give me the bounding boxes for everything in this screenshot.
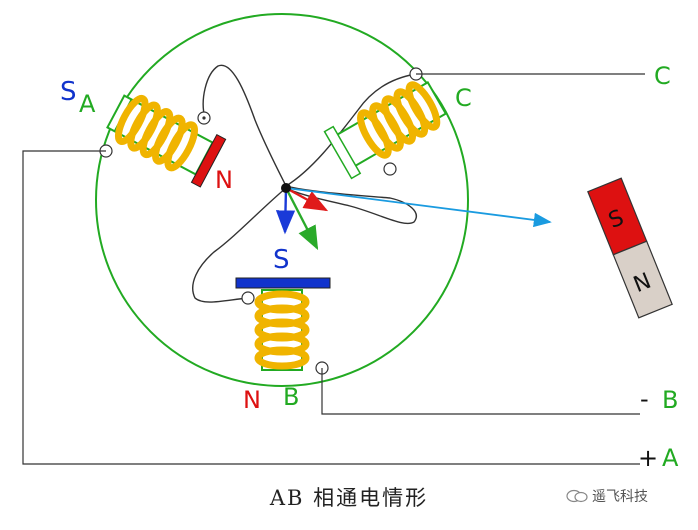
pole-a-n-label: N [215, 166, 233, 194]
pole-b-n-label: N [243, 386, 261, 414]
pole-b-face [235, 277, 331, 289]
pole-a-group: S A N [60, 77, 233, 194]
lead-a [22, 150, 640, 465]
diagram-caption: AB 相通电情形 [269, 486, 429, 510]
pole-b-core [261, 289, 303, 371]
pole-b-group: S N B [235, 245, 331, 414]
pole-b-s-label: S [273, 245, 290, 275]
pole-a-label: A [79, 90, 96, 118]
lead-b [321, 368, 640, 415]
field-arrow-green [284, 187, 319, 251]
terminal-b-label: B [662, 386, 678, 414]
bar-magnet: S N [587, 177, 673, 319]
pole-a-coil [114, 94, 198, 172]
terminal-a-sign: + [638, 444, 658, 472]
stator-circle [95, 13, 469, 387]
terminal-b-sign: - [640, 385, 649, 413]
pole-a-s-label: S [60, 77, 77, 107]
resultant-arrow-blue [285, 187, 552, 228]
watermark: 遥飞科技 [566, 486, 648, 506]
rotor-center [281, 183, 291, 193]
pole-c-group: C [323, 67, 472, 180]
pole-b-label: B [283, 383, 299, 411]
internal-wire-c [285, 73, 417, 187]
field-arrow-red [285, 186, 329, 212]
pole-c-face [323, 125, 362, 180]
pole-b-coil [254, 290, 310, 370]
field-arrow-dark-blue [275, 187, 296, 235]
internal-wire [192, 64, 417, 303]
terminal-a-label: A [662, 444, 679, 472]
pole-c-coil [357, 81, 441, 159]
magnet-n-half [612, 240, 673, 319]
terminal-c-label: C [654, 62, 671, 90]
wechat-icon [566, 489, 588, 503]
pole-a-face [190, 133, 227, 188]
watermark-text: 遥飞科技 [592, 489, 648, 505]
pole-c-label: C [455, 84, 472, 112]
